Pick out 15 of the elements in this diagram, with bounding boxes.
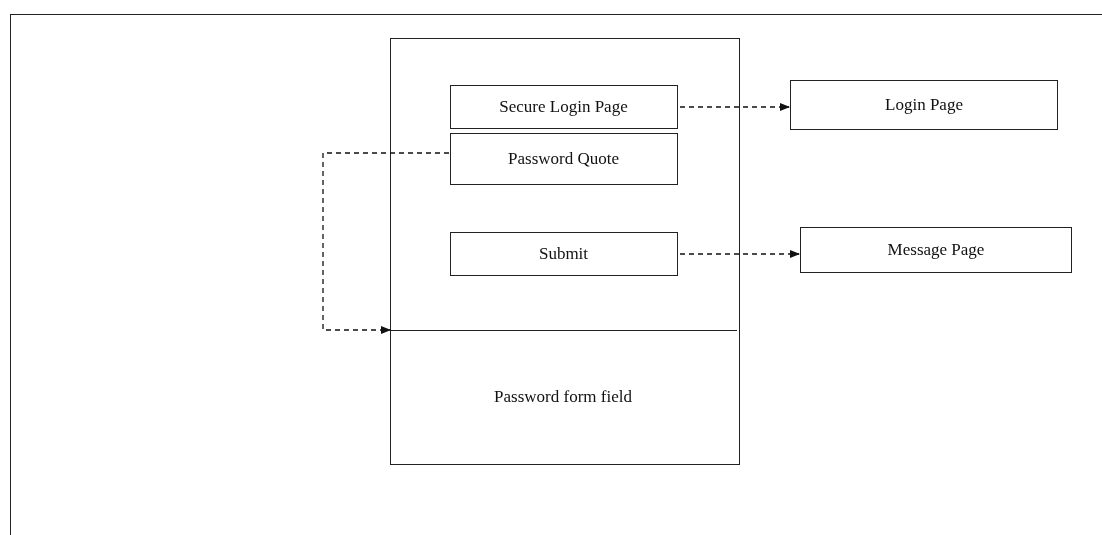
box-label: Password Quote	[508, 148, 619, 169]
box-label: Submit	[538, 243, 589, 264]
page-box	[449, 84, 678, 129]
page-box	[449, 132, 678, 185]
dashed-arrow	[322, 152, 450, 334]
page-box	[449, 231, 678, 276]
dashed-arrow	[679, 103, 790, 111]
box-label: Message Page	[887, 240, 985, 260]
page-box	[790, 80, 1058, 130]
box-label: Secure Login Page	[499, 96, 628, 117]
box-label: Password form field	[494, 386, 632, 407]
dashed-arrow	[679, 250, 800, 258]
box-label: Login Page	[885, 95, 963, 115]
page-box	[800, 227, 1072, 273]
container-box	[390, 38, 740, 465]
